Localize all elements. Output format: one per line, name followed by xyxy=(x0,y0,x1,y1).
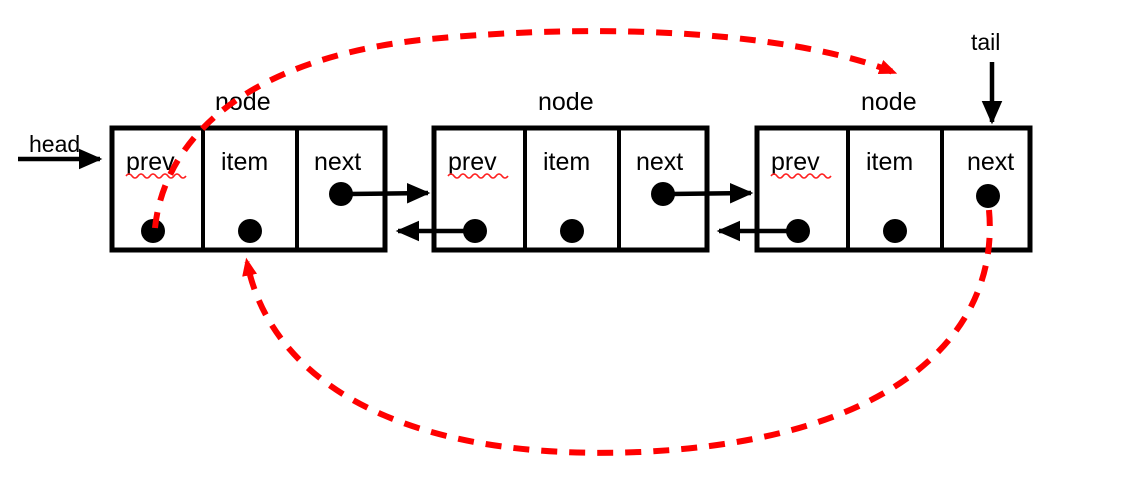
node-2-next-label: next xyxy=(967,148,1014,176)
node-1-item-label: item xyxy=(543,148,590,176)
link-next-tail-to-head xyxy=(242,209,993,456)
node-0-cell-prev[interactable]: prev xyxy=(125,148,187,243)
node-2-cell-prev[interactable]: prev xyxy=(770,148,832,243)
link-next-1-to-2 xyxy=(669,182,754,204)
node-0-caption: node xyxy=(215,88,271,116)
node-2-prev-label: prev xyxy=(771,148,820,176)
node-1-cell-prev[interactable]: prev xyxy=(447,148,509,243)
node-2-cell-next[interactable]: next xyxy=(967,148,1014,208)
node-2-caption: node xyxy=(861,88,917,116)
node-1-prev-dot xyxy=(463,219,487,243)
node-0-prev-label: prev xyxy=(126,148,175,176)
node-0-prev-spellcheck-underline xyxy=(125,173,187,179)
node-1[interactable]: node prev item next xyxy=(431,88,710,253)
node-2-cell-item[interactable]: item xyxy=(866,148,913,243)
node-1-item-dot xyxy=(560,219,584,243)
node-1-next-label: next xyxy=(636,148,683,176)
node-0[interactable]: node prev item next xyxy=(109,88,388,253)
node-0-cell-next[interactable]: next xyxy=(314,148,361,206)
node-2-prev-dot xyxy=(786,219,810,243)
node-1-cell-next[interactable]: next xyxy=(636,148,683,206)
head-label: head xyxy=(29,131,80,157)
node-2-item-label: item xyxy=(866,148,913,176)
node-1-prev-spellcheck-underline xyxy=(447,173,509,179)
node-1-prev-label: prev xyxy=(448,148,497,176)
node-1-caption: node xyxy=(538,88,594,116)
node-2-item-dot xyxy=(883,219,907,243)
node-0-item-label: item xyxy=(221,148,268,176)
tail-label: tail xyxy=(971,29,1000,55)
tail-pointer: tail xyxy=(971,29,1003,125)
node-2-next-dot xyxy=(976,184,1000,208)
node-1-cell-item[interactable]: item xyxy=(543,148,590,243)
head-pointer: head xyxy=(18,131,103,170)
node-2-prev-spellcheck-underline xyxy=(770,173,832,179)
node-2[interactable]: node prev item next xyxy=(754,88,1033,253)
node-0-next-dot xyxy=(329,182,353,206)
node-0-prev-dot xyxy=(141,219,165,243)
node-0-item-dot xyxy=(238,219,262,243)
link-next-0-to-1 xyxy=(347,182,431,204)
link-prev-head-to-tail xyxy=(152,28,898,229)
node-0-cell-item[interactable]: item xyxy=(221,148,268,243)
node-1-next-dot xyxy=(651,182,675,206)
node-0-next-label: next xyxy=(314,148,361,176)
